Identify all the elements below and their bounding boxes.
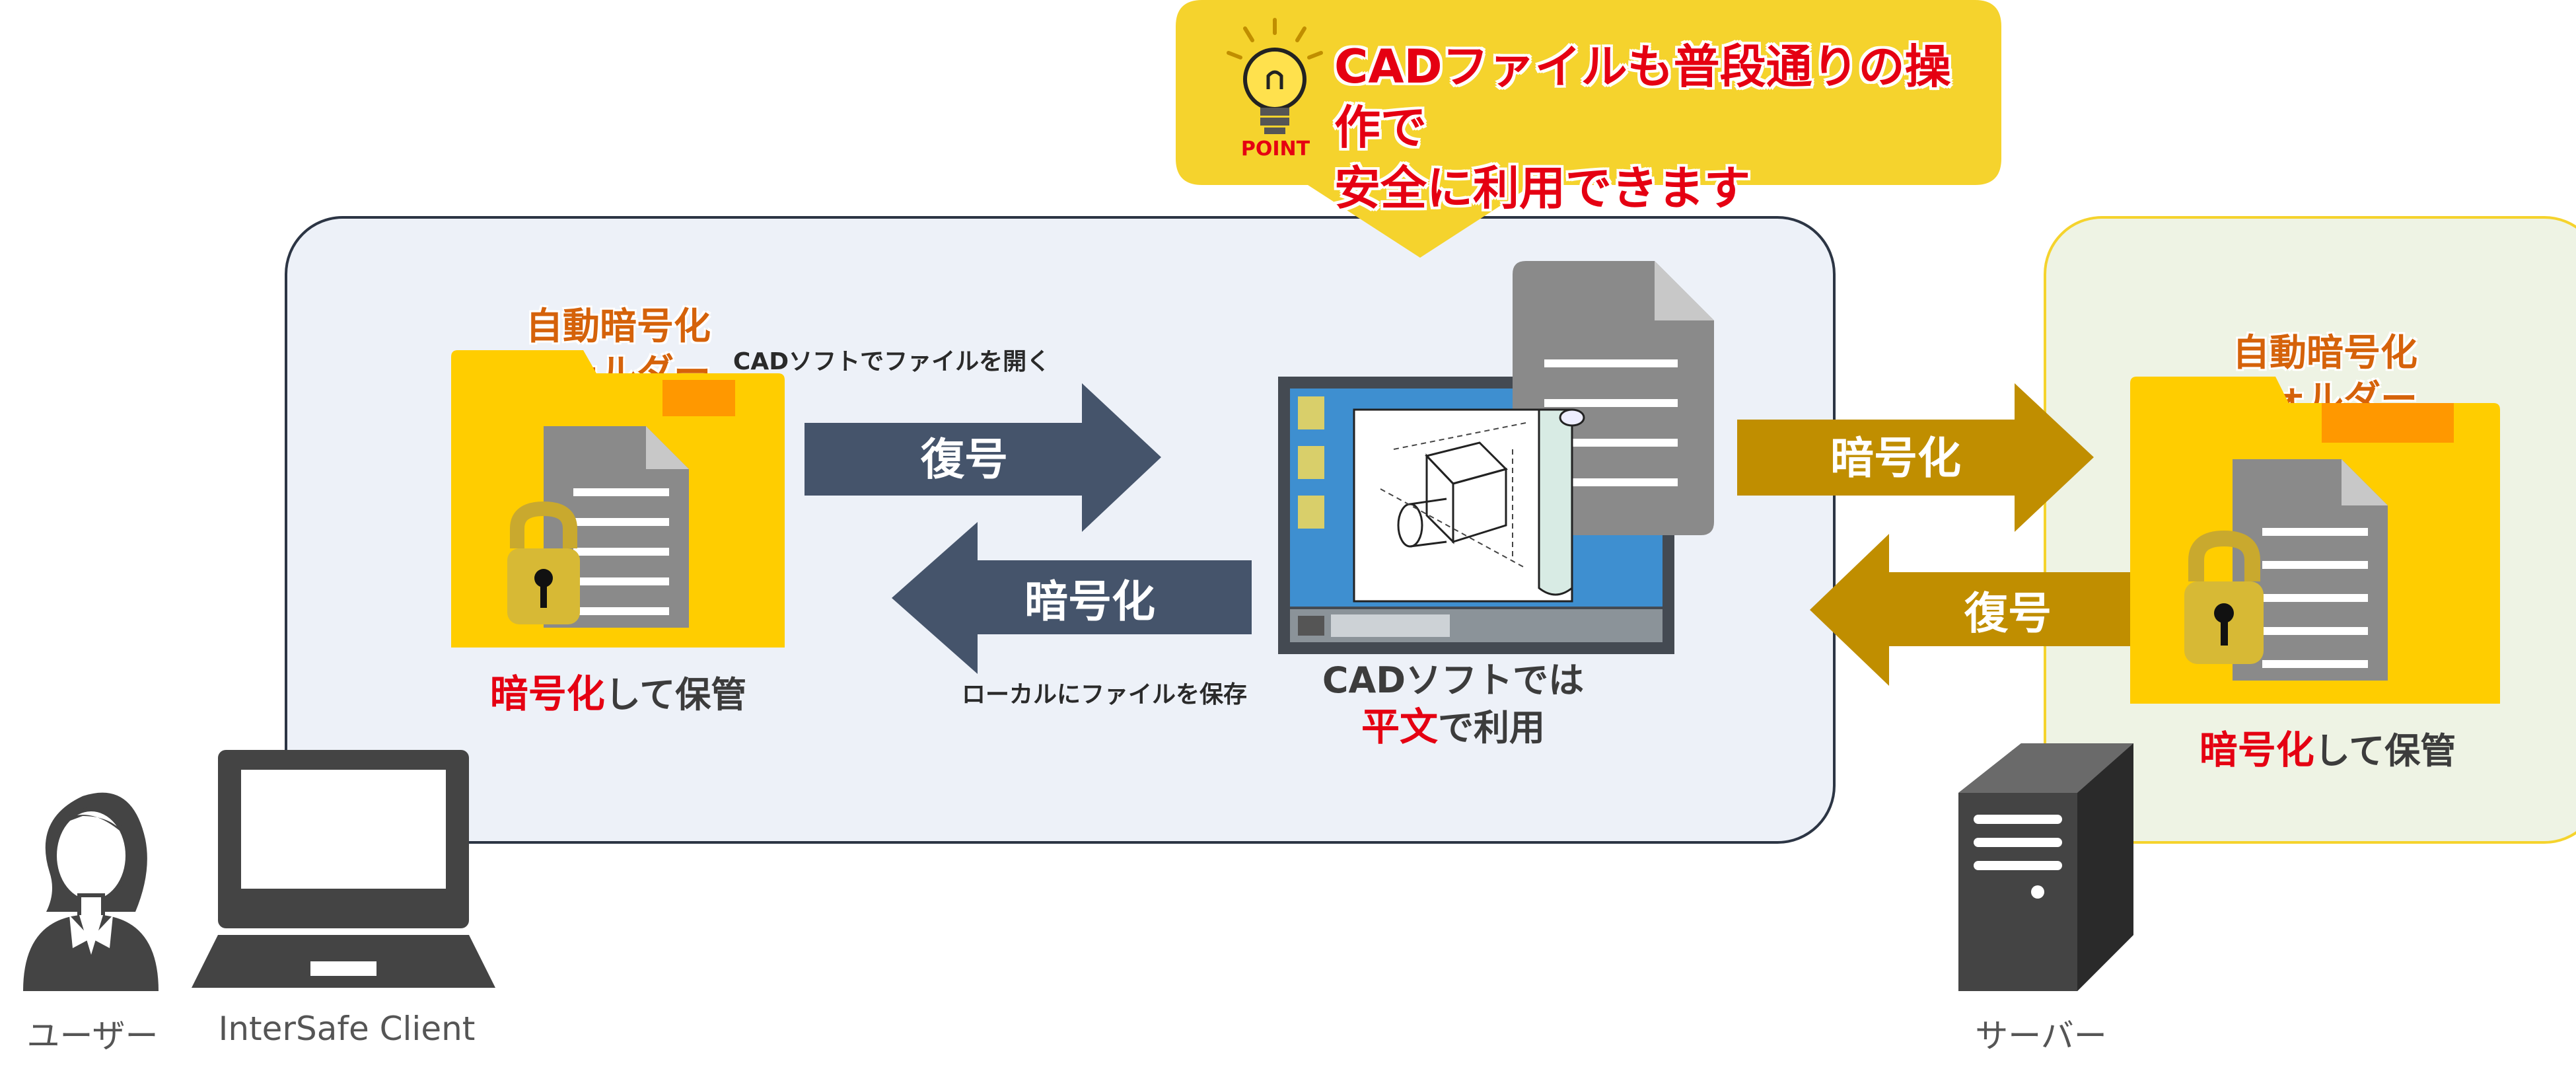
callout-bubble — [1176, 0, 2001, 258]
open-file-caption: CADソフトでファイルを開く — [733, 348, 1051, 375]
cad-caption-red: 平文 — [1361, 704, 1438, 749]
server-icon — [1958, 743, 2133, 991]
point-label: POINT — [1240, 137, 1310, 161]
cad-caption: CADソフトでは 平文で利用 — [1271, 657, 1635, 751]
encrypt-arrow-label: 暗号化 — [1024, 576, 1155, 627]
server-store-label-rest: して保管 — [2314, 730, 2456, 772]
client-store-label: 暗号化して保管 — [420, 663, 816, 718]
decrypt-transfer-label: 復号 — [1964, 588, 2052, 639]
lightbulb-icon — [1227, 18, 1323, 134]
decrypt-transfer-arrow — [1810, 534, 2163, 686]
save-file-caption: ローカルにファイルを保存 — [961, 681, 1247, 708]
cad-caption-rest: で利用 — [1438, 707, 1545, 749]
server-store-label: 暗号化して保管 — [2129, 719, 2526, 774]
encrypted-folder-icon — [451, 350, 785, 648]
client-store-label-red: 暗号化 — [489, 671, 605, 716]
user-label: ユーザー — [26, 1017, 159, 1055]
encrypt-arrow-left — [892, 522, 1252, 674]
cad-caption-line1: CADソフトでは — [1322, 659, 1585, 701]
encrypt-transfer-arrow — [1737, 383, 2094, 532]
server-store-label-red: 暗号化 — [2199, 727, 2314, 772]
blueprint-sheet-icon — [1353, 408, 1585, 603]
decrypt-arrow-label: 復号 — [921, 434, 1008, 485]
decrypt-arrow-right — [805, 383, 1161, 532]
client-label: InterSafe Client — [218, 1010, 476, 1048]
server-label: サーバー — [1975, 1017, 2107, 1055]
callout-text: CADファイルも普段通りの操作で 安全に利用できます — [1334, 40, 1951, 215]
encrypt-transfer-label: 暗号化 — [1830, 433, 1961, 484]
client-store-label-rest: して保管 — [604, 674, 747, 716]
server-encrypted-folder-icon — [2130, 377, 2500, 704]
laptop-icon — [192, 750, 495, 988]
user-avatar-icon — [23, 792, 159, 991]
